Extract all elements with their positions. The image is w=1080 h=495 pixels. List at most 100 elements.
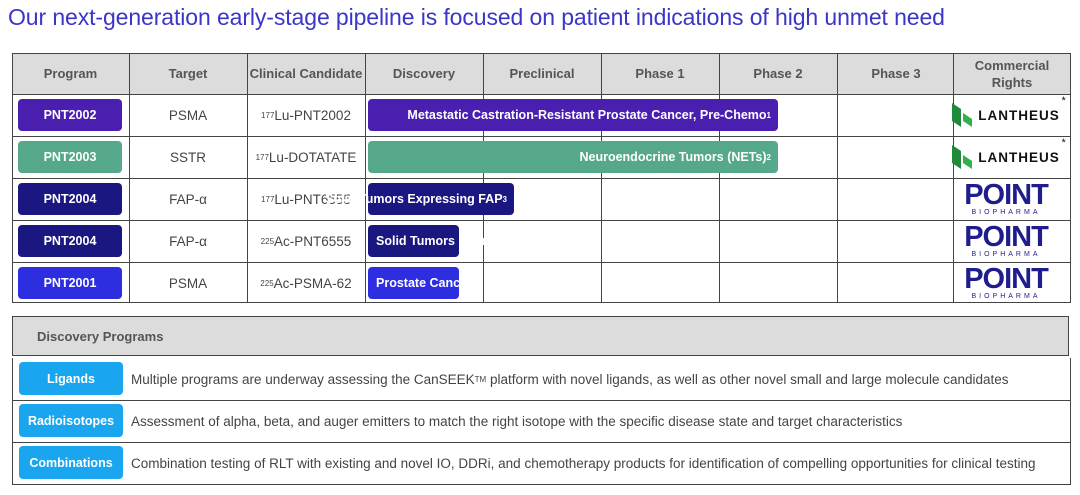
rights-name: POINT [964,220,1049,253]
discovery-header: Discovery Programs [12,316,1069,356]
discovery-programs: Discovery Programs Ligands Multiple progr… [12,316,1071,485]
rights-name: LANTHEUS [978,149,1060,165]
iso-mass-text: 177 [255,152,269,162]
program-text: PNT2004 [43,234,97,248]
page-title: Our next-generation early-stage pipeline… [8,4,945,30]
target-text: FAP-α [169,191,207,207]
header-rights-line1: Commercial [974,57,1050,73]
lantheus-logo: LANTHEUS* [952,137,1066,169]
program-pill: PNT2004 [18,225,122,257]
discovery-description: Multiple programs are underway assessing… [131,358,1009,400]
discovery-label-pill: Combinations [19,446,123,479]
target-cell: FAP-α [129,220,247,262]
description-text: Combination testing of RLT with existing… [131,455,1036,471]
rights-logo: LANTHEUS* [952,136,1066,178]
bar-note-text: 2 [766,152,771,162]
target-text: SSTR [169,149,206,165]
program-text: PNT2002 [43,108,97,122]
iso-mass-text: 177 [261,110,275,120]
target-cell: SSTR [129,136,247,178]
program-pill: PNT2003 [18,141,122,173]
rights-name: POINT [964,178,1049,211]
target-text: PSMA [168,107,208,123]
bar-label-text: Solid Tumors Expressing FAP [376,234,554,248]
bar-note-text: 1 [766,110,771,120]
indication-bar: Neuroendocrine Tumors (NETs)2 [368,141,778,173]
lantheus-logo: LANTHEUS* [952,95,1066,127]
target-cell: PSMA [129,94,247,136]
discovery-label-pill: Radioisotopes [19,404,123,437]
program-pill: PNT2004 [18,183,122,215]
discovery-label-pill: Ligands [19,362,123,395]
candidate-text: Lu-PNT6555 [274,191,351,207]
lantheus-mark-icon [952,103,973,127]
table-header-bg [12,53,1071,94]
target-cell: FAP-α [129,178,247,220]
header-program: Program [43,66,98,81]
target-text: PSMA [168,275,208,291]
discovery-row: Radioisotopes Assessment of alpha, beta, … [12,400,1071,443]
bar-label-text: Metastatic Castration-Resistant Prostate… [407,108,767,122]
rights-mark: * [1061,95,1066,107]
header-rights-line2: Rights [991,74,1033,90]
header-phase2: Phase 2 [753,66,803,81]
candidate-text: Ac-PSMA-62 [273,275,352,291]
program-pill: PNT2001 [18,267,122,299]
program-text: PNT2003 [43,150,97,164]
header-phase3: Phase 3 [871,66,921,81]
description-text-after: platform with novel ligands, as well as … [486,371,1009,387]
iso-mass-text: 225 [260,278,274,288]
description-text: Multiple programs are underway assessing… [131,371,475,387]
pipeline-table: Program Target Clinical Candidate Discov… [12,53,1071,303]
description-text: Assessment of alpha, beta, and auger emi… [131,413,903,429]
iso-mass-text: 177 [261,194,275,204]
discovery-row: Combinations Combination testing of RLT w… [12,442,1071,485]
candidate-text: Lu-PNT2002 [274,107,351,123]
rights-sub: BIOPHARMA [971,292,1041,300]
bar-note-text: 3 [502,194,507,204]
program-text: PNT2001 [43,276,97,290]
indication-bar: Prostate Cancer [368,267,472,299]
iso-mass-text: 225 [260,236,275,246]
header-discovery: Discovery [392,66,456,81]
rights-sub: BIOPHARMA [971,250,1041,258]
indication-bar: Metastatic Castration-Resistant Prostate… [368,99,778,131]
discovery-description: Combination testing of RLT with existing… [131,442,1035,484]
header-candidate: Clinical Candidate [249,66,363,81]
candidate-text: Lu-DOTATATE [268,149,357,165]
trademark-mark: TM [474,374,487,384]
rights-mark: * [1061,137,1066,149]
bar-label-text: Prostate Cancer [376,276,472,290]
candidate-text: Ac-PNT6555 [274,233,352,249]
program-pill: PNT2002 [18,99,122,131]
header-target: Target [168,66,208,81]
target-text: FAP-α [169,233,207,249]
rights-logo: LANTHEUS* [952,94,1066,136]
program-text: PNT2004 [43,192,97,206]
header-phase1: Phase 1 [635,66,685,81]
discovery-description: Assessment of alpha, beta, and auger emi… [131,400,902,442]
target-cell: PSMA [129,262,247,304]
header-preclinical: Preclinical [509,66,575,81]
rights-sub: BIOPHARMA [971,208,1041,216]
rights-name: LANTHEUS [978,107,1060,123]
rights-name: POINT [964,262,1049,295]
lantheus-mark-icon [952,145,973,169]
indication-bar: Solid Tumors Expressing FAP [368,225,554,257]
discovery-row: Ligands Multiple programs are underway as… [12,358,1071,401]
bar-label-text: Solid Tumors Expressing FAP [324,192,503,206]
bar-label-text: Neuroendocrine Tumors (NETs) [579,150,767,164]
header-rights: Commercial Rights [953,53,1071,94]
